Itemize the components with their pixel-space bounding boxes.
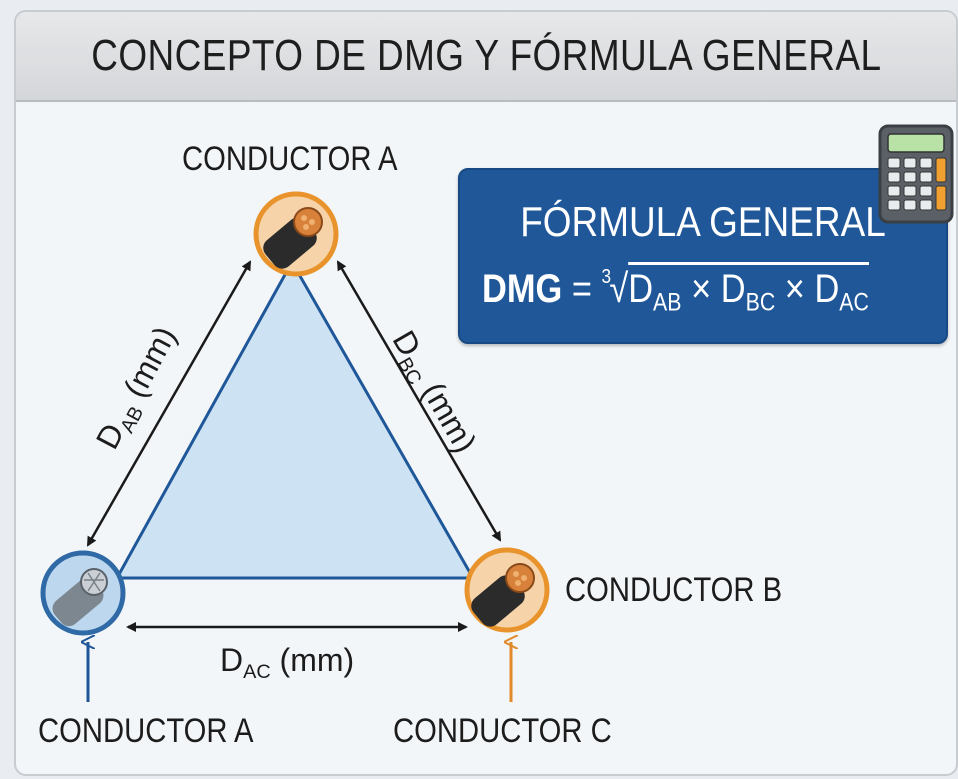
distance-ac-label: DAC (mm): [220, 642, 354, 684]
formula-box: FÓRMULA GENERAL DMG = 3√DAB × DBC × DAC: [458, 168, 948, 344]
distance-bc-arrow: [336, 260, 502, 542]
term-ac-sub: AC: [839, 289, 869, 317]
conductor-a-top-label: CONDUCTOR A: [182, 140, 398, 178]
term-bc-sub: BC: [745, 289, 776, 317]
radical-sign: √: [609, 267, 629, 311]
formula-equation: DMG = 3√DAB × DBC × DAC: [482, 262, 869, 318]
conductor-a-bottom-label: CONDUCTOR A: [38, 712, 254, 750]
term-ac-main: D: [814, 267, 840, 311]
conductor-a-top-icon: [253, 191, 339, 277]
conductor-a-left-icon: [40, 550, 126, 636]
conductor-b-icon: [464, 547, 550, 633]
distance-ac-sub: AC: [243, 660, 271, 683]
distance-ac-main: D: [220, 642, 244, 678]
root-index: 3: [601, 266, 612, 288]
distance-ab-arrow: [86, 260, 252, 547]
operator-2: ×: [784, 267, 805, 311]
formula-lhs: DMG: [482, 267, 563, 311]
conductor-c-label: CONDUCTOR C: [393, 712, 612, 750]
page-title: CONCEPTO DE DMG Y FÓRMULA GENERAL: [90, 31, 882, 80]
term-bc-main: D: [720, 267, 746, 311]
formula-title: FÓRMULA GENERAL: [520, 198, 886, 245]
term-ab-sub: AB: [653, 289, 682, 317]
calculator-icon: [878, 124, 954, 224]
operator-1: ×: [691, 267, 712, 311]
formula-equals: =: [571, 267, 592, 311]
conductor-triangle: [114, 258, 476, 580]
term-ab-main: D: [628, 267, 654, 311]
header-bar: CONCEPTO DE DMG Y FÓRMULA GENERAL: [16, 12, 956, 102]
conductor-b-label: CONDUCTOR B: [565, 571, 783, 609]
formula-radicand: DAB × DBC × DAC: [628, 262, 869, 317]
distance-ac-unit: (mm): [279, 642, 355, 678]
